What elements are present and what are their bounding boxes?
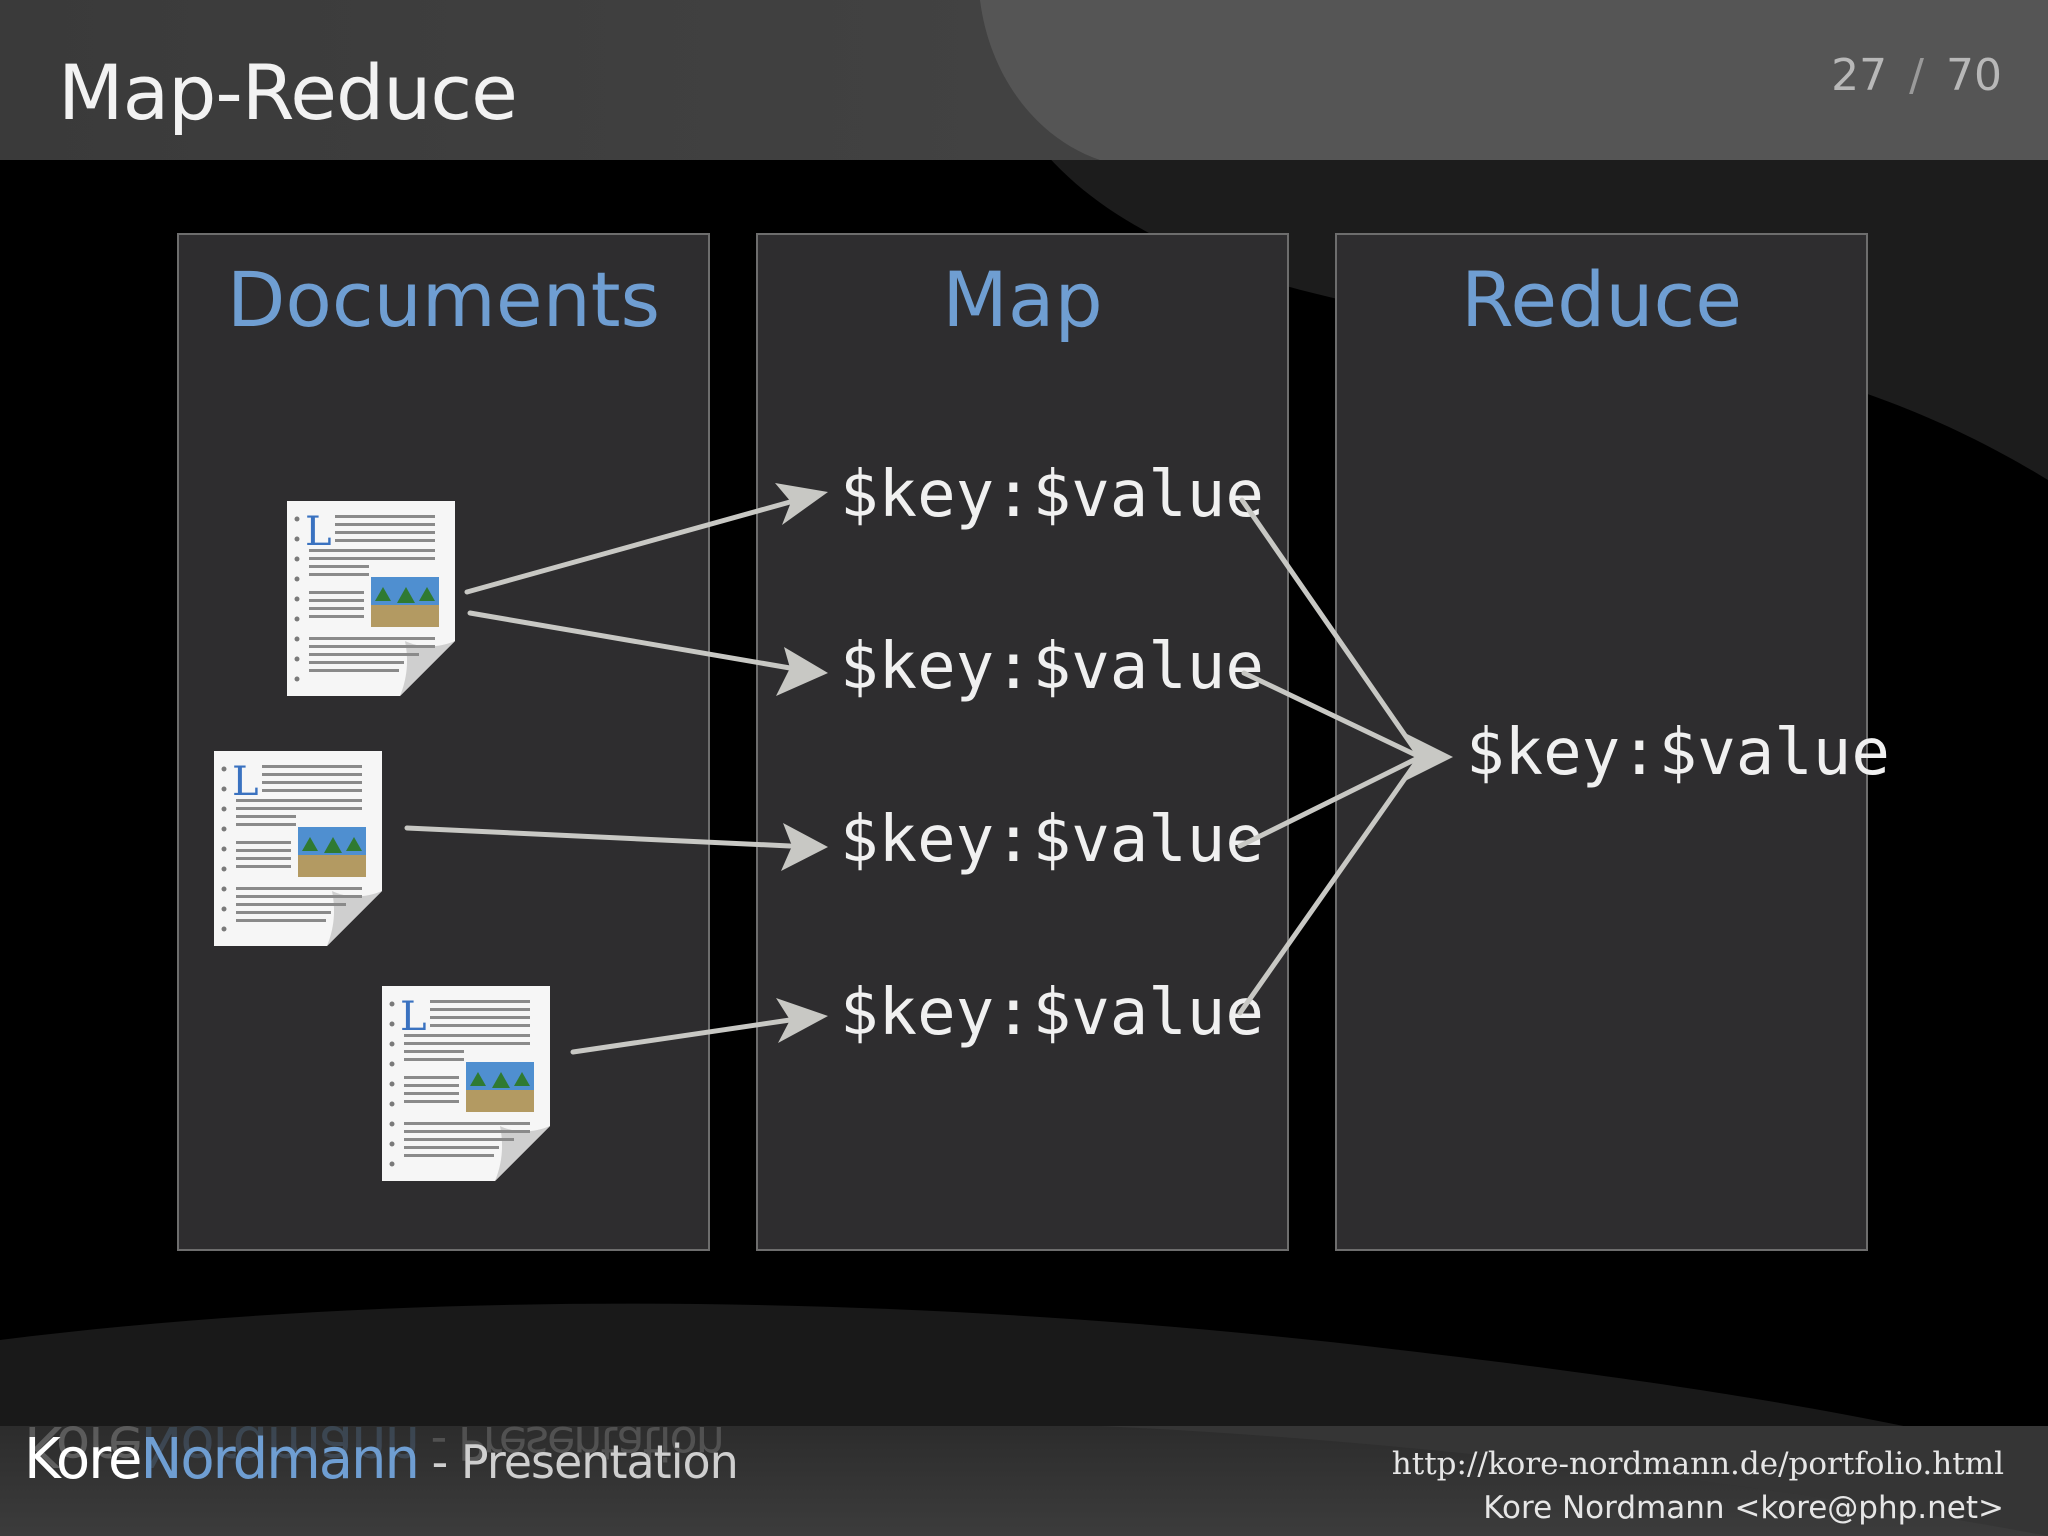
brand-logo: KoreNordmann - Presentation <box>24 1427 739 1492</box>
brand-logo-reflection: KoreNordmann - Presentation <box>24 1422 723 1478</box>
footer-url: http://kore-nordmann.de/portfolio.html <box>1391 1446 2004 1482</box>
reduce-item: $key:$value <box>1466 716 1890 790</box>
page-current: 27 <box>1831 50 1888 101</box>
brand-first: Kore <box>24 1427 142 1492</box>
map-panel-title: Map <box>942 255 1103 344</box>
text-document-icon: L <box>214 751 382 946</box>
svg-text:L: L <box>232 759 259 805</box>
page-counter: 27 / 70 <box>1831 50 2002 101</box>
map-item-3: $key:$value <box>840 803 1264 877</box>
map-panel: Map <box>756 233 1289 1251</box>
svg-text:L: L <box>305 509 332 555</box>
slide-title: Map-Reduce <box>58 48 518 137</box>
page-separator: / <box>1909 50 1924 101</box>
documents-panel-title: Documents <box>226 255 661 344</box>
brand-suffix: - Presentation <box>418 1435 739 1489</box>
text-document-icon: L <box>287 501 455 696</box>
map-item-2: $key:$value <box>840 630 1264 704</box>
slide-header: Map-Reduce 27 / 70 <box>0 0 2048 160</box>
map-item-1: $key:$value <box>840 458 1264 532</box>
reduce-panel-title: Reduce <box>1460 255 1743 344</box>
svg-text:L: L <box>400 994 427 1040</box>
text-document-icon: L <box>382 986 550 1181</box>
footer-author: Kore Nordmann <kore@php.net> <box>1483 1490 2004 1526</box>
brand-first-reflection: Kore <box>24 1422 141 1478</box>
page-total: 70 <box>1946 50 2002 101</box>
brand-suffix-reflection: - Presentation <box>418 1422 723 1470</box>
map-item-4: $key:$value <box>840 976 1264 1050</box>
brand-second-reflection: Nordmann <box>140 1422 419 1478</box>
brand-second: Nordmann <box>140 1427 420 1492</box>
